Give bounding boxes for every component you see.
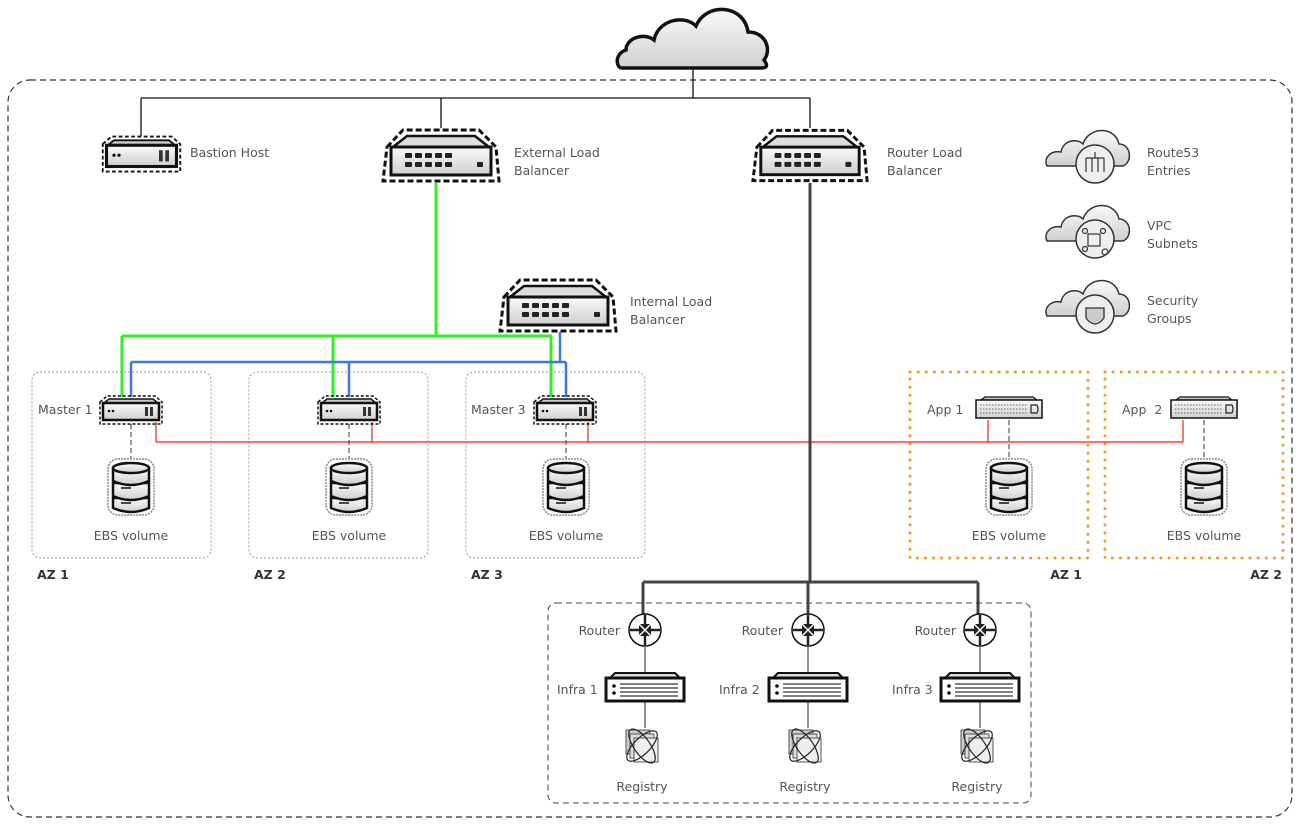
switch-icon xyxy=(751,128,869,183)
legend-label: Subnets xyxy=(1147,236,1198,251)
switch-icon xyxy=(381,128,501,183)
internal-load-balancer[interactable]: Internal Load Balancer xyxy=(498,278,712,333)
rack-server-icon xyxy=(975,396,1043,419)
volume-label: EBS volume xyxy=(94,528,169,543)
zone-label: AZ 1 xyxy=(1050,567,1082,582)
cluster-network-link xyxy=(155,420,1184,443)
server-icon xyxy=(532,394,598,426)
database-icon xyxy=(985,458,1033,516)
router-icon xyxy=(627,612,663,648)
legend-vpc-subnets: VPC Subnets xyxy=(1045,204,1198,259)
infra-node-2[interactable]: Router Infra 2 Registry xyxy=(719,612,849,794)
database-icon xyxy=(107,458,155,516)
volume-label: EBS volume xyxy=(312,528,387,543)
ilb-label-1: Internal Load xyxy=(630,294,712,309)
cloud-shield-icon xyxy=(1045,279,1131,334)
zone-label: AZ 2 xyxy=(1250,567,1282,582)
server-icon xyxy=(939,671,1021,703)
legend-label: Route53 xyxy=(1147,145,1199,160)
master-zones xyxy=(31,371,646,559)
app-label: App 1 xyxy=(927,402,963,417)
infra-zone xyxy=(547,602,1032,804)
registry-icon xyxy=(621,724,663,768)
external-load-balancer[interactable]: External Load Balancer xyxy=(381,128,600,183)
registry-label: Registry xyxy=(616,779,668,794)
router-label: Router xyxy=(742,623,784,638)
infra-label: Infra 2 xyxy=(719,682,760,697)
volume-label: EBS volume xyxy=(1167,528,1242,543)
master-label: Master 1 xyxy=(38,402,93,417)
app-label: App 2 xyxy=(1122,402,1162,417)
router-trunk xyxy=(641,183,980,614)
legend-label: Groups xyxy=(1147,311,1192,326)
router-load-balancer[interactable]: Router Load Balancer xyxy=(751,128,962,183)
rlb-label-1: Router Load xyxy=(887,145,962,160)
infra-links xyxy=(644,647,981,728)
server-icon xyxy=(101,134,182,174)
zone-label: AZ 3 xyxy=(471,567,503,582)
master-node-3[interactable]: Master 3 EBS volume AZ 3 xyxy=(471,394,604,582)
registry-label: Registry xyxy=(951,779,1003,794)
master-label: Master 3 xyxy=(471,402,526,417)
rlb-label-2: Balancer xyxy=(887,163,943,178)
external-lb-links xyxy=(120,183,553,397)
infra-node-1[interactable]: Router Infra 1 Registry xyxy=(557,612,686,794)
volume-label: EBS volume xyxy=(972,528,1047,543)
legend-label: Security xyxy=(1147,293,1199,308)
app-node-2[interactable]: App 2 EBS volume AZ 2 xyxy=(1122,396,1282,582)
infra-label: Infra 1 xyxy=(557,682,598,697)
switch-icon xyxy=(498,278,618,333)
volume-links xyxy=(130,420,1205,458)
legend-security-groups: Security Groups xyxy=(1045,279,1199,334)
vpc-boundary xyxy=(7,79,1293,818)
database-icon xyxy=(542,458,590,516)
master-node-2[interactable]: EBS volume AZ 2 xyxy=(254,394,387,582)
bastion-host[interactable]: Bastion Host xyxy=(101,134,269,174)
router-label: Router xyxy=(915,623,957,638)
infra-node-3[interactable]: Router Infra 3 Registry xyxy=(892,612,1021,794)
bastion-label: Bastion Host xyxy=(190,145,269,160)
app-node-1[interactable]: App 1 EBS volume AZ 1 xyxy=(927,396,1082,582)
router-icon xyxy=(962,612,998,648)
legend-label: VPC xyxy=(1147,218,1172,233)
internal-lb-links xyxy=(129,332,568,397)
elb-label-2: Balancer xyxy=(514,163,570,178)
master-node-1[interactable]: Master 1 EBS volume AZ 1 xyxy=(37,394,169,582)
registry-icon xyxy=(784,724,826,768)
app-zones xyxy=(908,370,1285,560)
database-icon xyxy=(1180,458,1228,516)
ilb-label-2: Balancer xyxy=(630,312,686,327)
elb-label-1: External Load xyxy=(514,145,600,160)
cloud-dns-icon xyxy=(1045,129,1131,184)
router-label: Router xyxy=(579,623,621,638)
cloud-icon xyxy=(615,7,770,70)
router-icon xyxy=(790,612,826,648)
registry-label: Registry xyxy=(779,779,831,794)
internet-links xyxy=(140,68,811,136)
infra-label: Infra 3 xyxy=(892,682,933,697)
server-icon xyxy=(316,394,382,426)
zone-label: AZ 2 xyxy=(254,567,286,582)
legend-route53: Route53 Entries xyxy=(1045,129,1199,184)
server-icon xyxy=(604,671,686,703)
volume-label: EBS volume xyxy=(529,528,604,543)
server-icon xyxy=(98,394,164,426)
legend-label: Entries xyxy=(1147,163,1191,178)
registry-icon xyxy=(956,724,998,768)
zone-label: AZ 1 xyxy=(37,567,69,582)
server-icon xyxy=(767,671,849,703)
database-icon xyxy=(325,458,373,516)
rack-server-icon xyxy=(1170,396,1238,419)
